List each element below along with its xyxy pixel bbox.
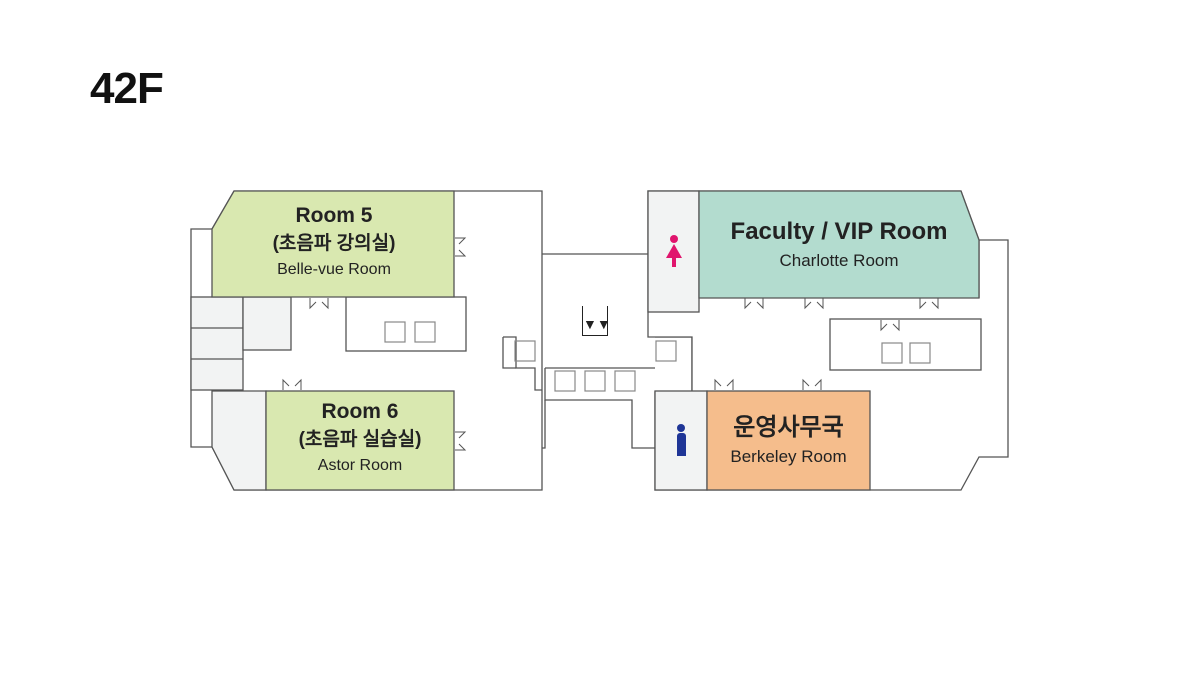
room-alias: Berkeley Room bbox=[730, 447, 847, 466]
womens-restroom-icon bbox=[665, 235, 683, 271]
room-6-label: Room 6 (초음파 실습실) Astor Room bbox=[260, 398, 460, 478]
room-name: Room 6 bbox=[321, 400, 399, 423]
mens-restroom-icon bbox=[672, 424, 690, 460]
room-6-area bbox=[265, 390, 455, 491]
room-name: 운영사무국 bbox=[733, 414, 844, 441]
office-area bbox=[706, 390, 871, 491]
elevator-icon: ▼▼ bbox=[582, 306, 611, 336]
room-korean: (초음파 실습실) bbox=[298, 429, 422, 450]
faculty-room-label: Faculty / VIP Room Charlotte Room bbox=[699, 216, 979, 274]
room-alias: Astor Room bbox=[317, 457, 403, 474]
room-alias: Charlotte Room bbox=[779, 251, 899, 270]
room-5-area bbox=[211, 190, 455, 298]
faculty-room-area bbox=[698, 190, 980, 299]
room-name: Room 5 bbox=[295, 204, 373, 227]
room-korean: (초음파 강의실) bbox=[272, 233, 396, 254]
office-label: 운영사무국 Berkeley Room bbox=[707, 412, 870, 470]
room-alias: Belle-vue Room bbox=[277, 261, 391, 278]
room-name: Faculty / VIP Room bbox=[730, 218, 948, 245]
room-5-label: Room 5 (초음파 강의실) Belle-vue Room bbox=[234, 202, 434, 282]
floor-title: 42F bbox=[90, 64, 164, 113]
